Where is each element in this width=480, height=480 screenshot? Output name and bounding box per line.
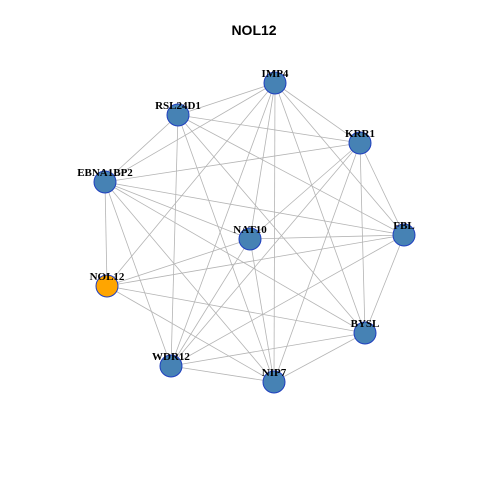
node-circle-rsl24d1 bbox=[166, 103, 190, 127]
node-ebna1bp2: EBNA1BP2 bbox=[77, 167, 133, 194]
node-circle-nat10 bbox=[238, 227, 262, 251]
node-circle-bysl bbox=[353, 321, 377, 345]
node-label-rsl24d1: RSL24D1 bbox=[155, 100, 201, 112]
node-fbl: FBL bbox=[392, 220, 416, 247]
edge-imp4-rsl24d1 bbox=[177, 82, 276, 116]
node-wdr12: WDR12 bbox=[152, 351, 190, 378]
node-label-ebna1bp2: EBNA1BP2 bbox=[77, 167, 133, 179]
edge-imp4-fbl bbox=[274, 82, 405, 236]
edge-krr1-bysl bbox=[359, 142, 366, 334]
edge-imp4-nat10 bbox=[249, 82, 276, 240]
edge-rsl24d1-wdr12 bbox=[170, 114, 179, 367]
edge-nol12-nip7 bbox=[106, 285, 275, 383]
node-nat10: NAT10 bbox=[233, 224, 267, 251]
edge-ebna1bp2-wdr12 bbox=[104, 181, 172, 367]
edge-bysl-nip7 bbox=[273, 332, 366, 383]
node-circle-nip7 bbox=[262, 370, 286, 394]
node-label-imp4: IMP4 bbox=[262, 68, 289, 80]
node-circle-nol12 bbox=[95, 274, 119, 298]
edge-ebna1bp2-nat10 bbox=[104, 181, 251, 240]
edge-nol12-bysl bbox=[106, 285, 366, 334]
node-rsl24d1: RSL24D1 bbox=[155, 100, 201, 127]
edge-rsl24d1-krr1 bbox=[177, 114, 361, 144]
edge-layer bbox=[104, 82, 405, 383]
node-label-nol12: NOL12 bbox=[90, 271, 125, 283]
edge-rsl24d1-nip7 bbox=[177, 114, 275, 383]
edge-bysl-wdr12 bbox=[170, 332, 366, 367]
edge-ebna1bp2-bysl bbox=[104, 181, 366, 334]
node-circle-krr1 bbox=[348, 131, 372, 155]
edge-fbl-bysl bbox=[364, 234, 405, 334]
edge-krr1-nat10 bbox=[249, 142, 361, 240]
node-circle-wdr12 bbox=[159, 354, 183, 378]
edge-wdr12-nip7 bbox=[170, 365, 275, 383]
node-label-wdr12: WDR12 bbox=[152, 351, 190, 363]
edge-rsl24d1-fbl bbox=[177, 114, 405, 236]
node-label-nat10: NAT10 bbox=[233, 224, 267, 236]
edge-krr1-wdr12 bbox=[170, 142, 361, 367]
edge-krr1-nip7 bbox=[273, 142, 361, 383]
edge-imp4-bysl bbox=[274, 82, 366, 334]
node-nol12: NOL12 bbox=[90, 271, 125, 298]
node-krr1: KRR1 bbox=[345, 128, 375, 155]
edge-imp4-nol12 bbox=[106, 82, 276, 287]
edge-ebna1bp2-fbl bbox=[104, 181, 405, 236]
edge-imp4-wdr12 bbox=[170, 82, 276, 367]
node-bysl: BYSL bbox=[351, 318, 380, 345]
node-circle-ebna1bp2 bbox=[93, 170, 117, 194]
node-label-bysl: BYSL bbox=[351, 318, 380, 330]
node-nip7: NIP7 bbox=[262, 367, 287, 394]
edge-imp4-ebna1bp2 bbox=[104, 82, 276, 183]
edge-krr1-fbl bbox=[359, 142, 405, 236]
edge-nat10-nip7 bbox=[249, 238, 275, 383]
node-circle-fbl bbox=[392, 223, 416, 247]
node-imp4: IMP4 bbox=[262, 68, 289, 95]
edge-nat10-fbl bbox=[249, 234, 405, 240]
edge-imp4-krr1 bbox=[274, 82, 361, 144]
graph-title: NOL12 bbox=[231, 22, 276, 38]
edge-fbl-wdr12 bbox=[170, 234, 405, 367]
node-circle-imp4 bbox=[263, 71, 287, 95]
node-label-krr1: KRR1 bbox=[345, 128, 375, 140]
edge-nat10-nol12 bbox=[106, 238, 251, 287]
edge-krr1-ebna1bp2 bbox=[104, 142, 361, 183]
edge-ebna1bp2-nip7 bbox=[104, 181, 275, 383]
edge-imp4-nip7 bbox=[273, 82, 276, 383]
node-label-nip7: NIP7 bbox=[262, 367, 287, 379]
edge-rsl24d1-ebna1bp2 bbox=[104, 114, 179, 183]
edge-fbl-nol12 bbox=[106, 234, 405, 287]
edge-ebna1bp2-nol12 bbox=[104, 181, 108, 287]
edge-nat10-wdr12 bbox=[170, 238, 251, 367]
node-label-fbl: FBL bbox=[393, 220, 414, 232]
edge-rsl24d1-bysl bbox=[177, 114, 366, 334]
